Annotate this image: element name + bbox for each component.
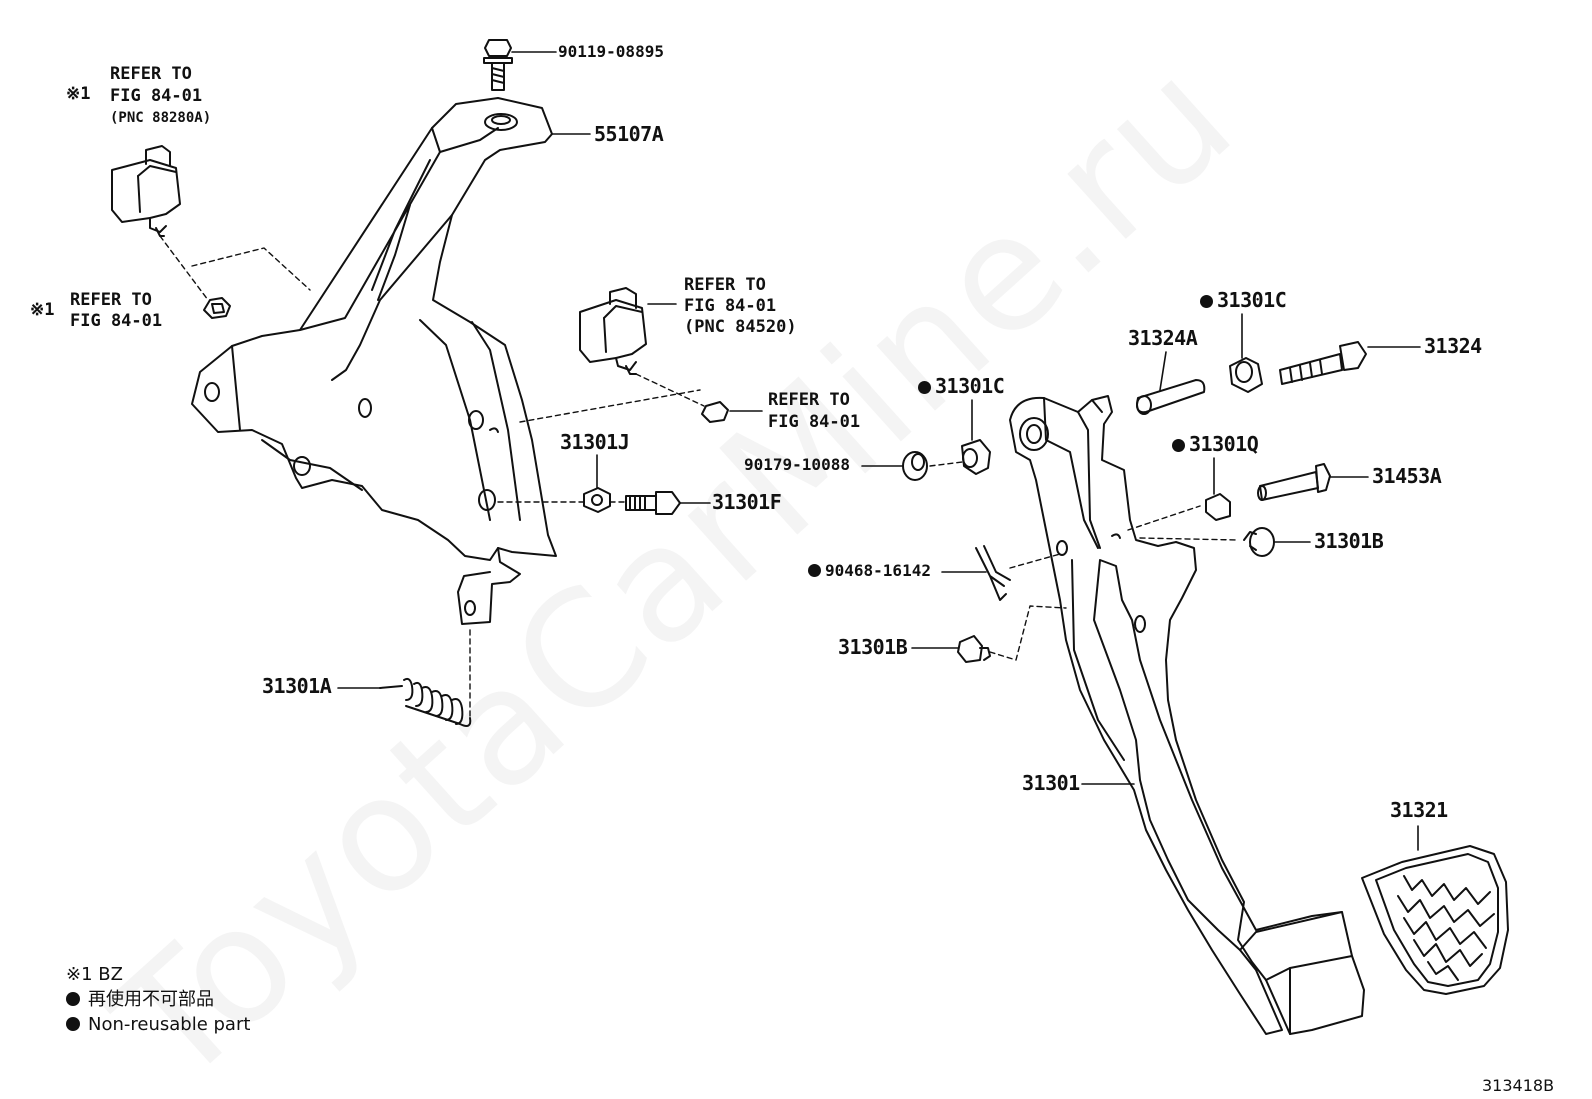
figure-number: 313418B: [1482, 1076, 1555, 1095]
label-31301C-top: 31301C: [1200, 290, 1287, 310]
cushion-31301B-left: [957, 635, 983, 663]
label-31301Q: 31301Q: [1172, 434, 1259, 454]
label-31453A: 31453A: [1372, 464, 1442, 488]
label-90119-08895: 90119-08895: [558, 42, 664, 61]
label-31301B-right: 31301B: [1314, 529, 1384, 553]
ref2-line2: FIG 84-01: [70, 311, 163, 331]
label-90179-10088: 90179-10088: [744, 455, 850, 474]
clutch-pedal-arm-31301: [1009, 395, 1365, 1035]
legend-non-reusable-en: Non-reusable part: [66, 1012, 250, 1037]
ref1-line1: REFER TO: [110, 64, 192, 84]
bushing-31301Q: [1205, 493, 1231, 521]
nut-left: [203, 297, 231, 319]
pedal-bracket-55107A: [191, 97, 557, 625]
ref4-line2: FIG 84-01: [768, 412, 861, 432]
clip-90468: [975, 545, 1011, 601]
stopper-31301F: [625, 491, 681, 515]
ref1-line2: FIG 84-01: [110, 86, 203, 106]
ref1-mark: ※1: [66, 84, 91, 104]
ref3-line2: FIG 84-01: [684, 296, 777, 316]
bushing-31301C-top: [1229, 357, 1263, 393]
stop-lamp-switch-middle: [579, 287, 647, 375]
bolt-90119: [483, 39, 513, 91]
stop-lamp-switch-left: [111, 145, 181, 237]
bushing-90179: [902, 451, 928, 481]
label-31301B-left: 31301B: [838, 635, 908, 659]
legend: ※1 BZ 再使用不可部品 Non-reusable part: [66, 962, 250, 1037]
legend-bz: ※1 BZ: [66, 964, 123, 985]
label-31301C-mid: 31301C: [918, 376, 1005, 396]
label-31301J: 31301J: [560, 430, 630, 454]
ref2-line1: REFER TO: [70, 290, 152, 310]
pedal-pad-31321: [1361, 845, 1509, 995]
label-90468-16142: 90468-16142: [808, 563, 931, 579]
nut-31301J: [583, 487, 611, 513]
nut-middle: [701, 401, 729, 423]
ref2-mark: ※1: [30, 300, 55, 320]
legend-non-reusable-jp: 再使用不可部品: [66, 987, 250, 1012]
label-31301A: 31301A: [262, 674, 332, 698]
ref1-line3: (PNC 88280A): [110, 110, 212, 126]
spring-31301A: [379, 677, 472, 727]
label-31301F: 31301F: [712, 490, 782, 514]
label-55107A: 55107A: [594, 122, 664, 146]
bullet-icon: [66, 1017, 80, 1031]
label-31324: 31324: [1424, 334, 1482, 358]
ref3-line3: (PNC 84520): [684, 317, 797, 337]
label-31324A: 31324A: [1128, 326, 1198, 350]
ref4-line1: REFER TO: [768, 390, 850, 410]
label-31301: 31301: [1022, 771, 1080, 795]
ref3-line1: REFER TO: [684, 275, 766, 295]
pin-31453A: [1259, 471, 1319, 501]
bullet-icon: [66, 992, 80, 1006]
label-31321: 31321: [1390, 798, 1448, 822]
bushing-31301C-mid: [961, 439, 991, 475]
